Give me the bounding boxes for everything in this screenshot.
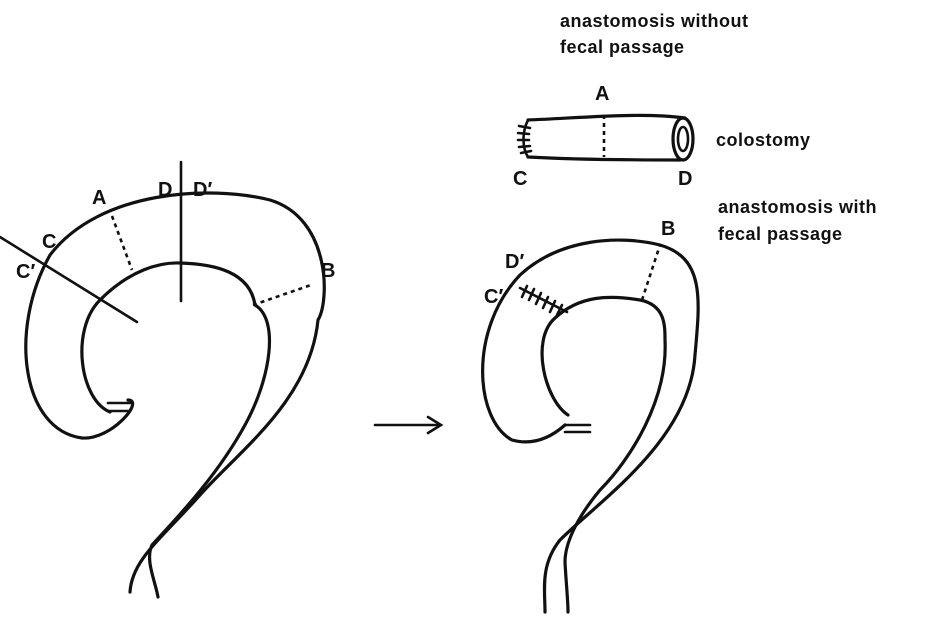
caption-without-line2: fecal passage: [560, 37, 685, 57]
excised-tube-bottom: [528, 157, 680, 160]
colostomy-opening-inner: [678, 127, 688, 151]
caption-with-line1: anastomosis with: [718, 197, 877, 217]
label-c-prime-left: C′: [16, 261, 35, 283]
label-b-left: B: [321, 260, 335, 282]
dashed-section-b-right: [642, 245, 660, 300]
right-colon-inner-wall: [542, 297, 665, 612]
excised-segment-figure: anastomosis without fecal passage A C D …: [513, 11, 811, 190]
label-a-excised: A: [595, 83, 609, 105]
dashed-section-b: [253, 285, 311, 305]
label-b-right: B: [661, 218, 675, 240]
label-d-left: D: [158, 179, 172, 201]
label-c-prime-right: C′: [484, 286, 503, 308]
label-d-prime-left: D′: [193, 179, 212, 201]
colostomy-label: colostomy: [716, 130, 811, 150]
label-c-left: C: [42, 231, 56, 253]
colostomy-opening-outer: [673, 118, 693, 160]
excised-tube-top: [528, 115, 685, 120]
transition-arrow: [375, 417, 441, 433]
label-d-excised: D: [678, 168, 692, 190]
caption-with-line2: fecal passage: [718, 224, 843, 244]
label-c-excised: C: [513, 168, 527, 190]
dashed-section-a: [112, 216, 132, 270]
caption-without-line1: anastomosis without: [560, 11, 749, 31]
left-colon-outer-wall: [26, 193, 324, 592]
label-a-left: A: [92, 187, 106, 209]
left-colon-figure: A C C′ D D′ B: [0, 162, 335, 597]
right-colon-figure: anastomosis with fecal passage B D′ C′: [483, 197, 877, 612]
label-d-prime-right: D′: [505, 251, 524, 273]
